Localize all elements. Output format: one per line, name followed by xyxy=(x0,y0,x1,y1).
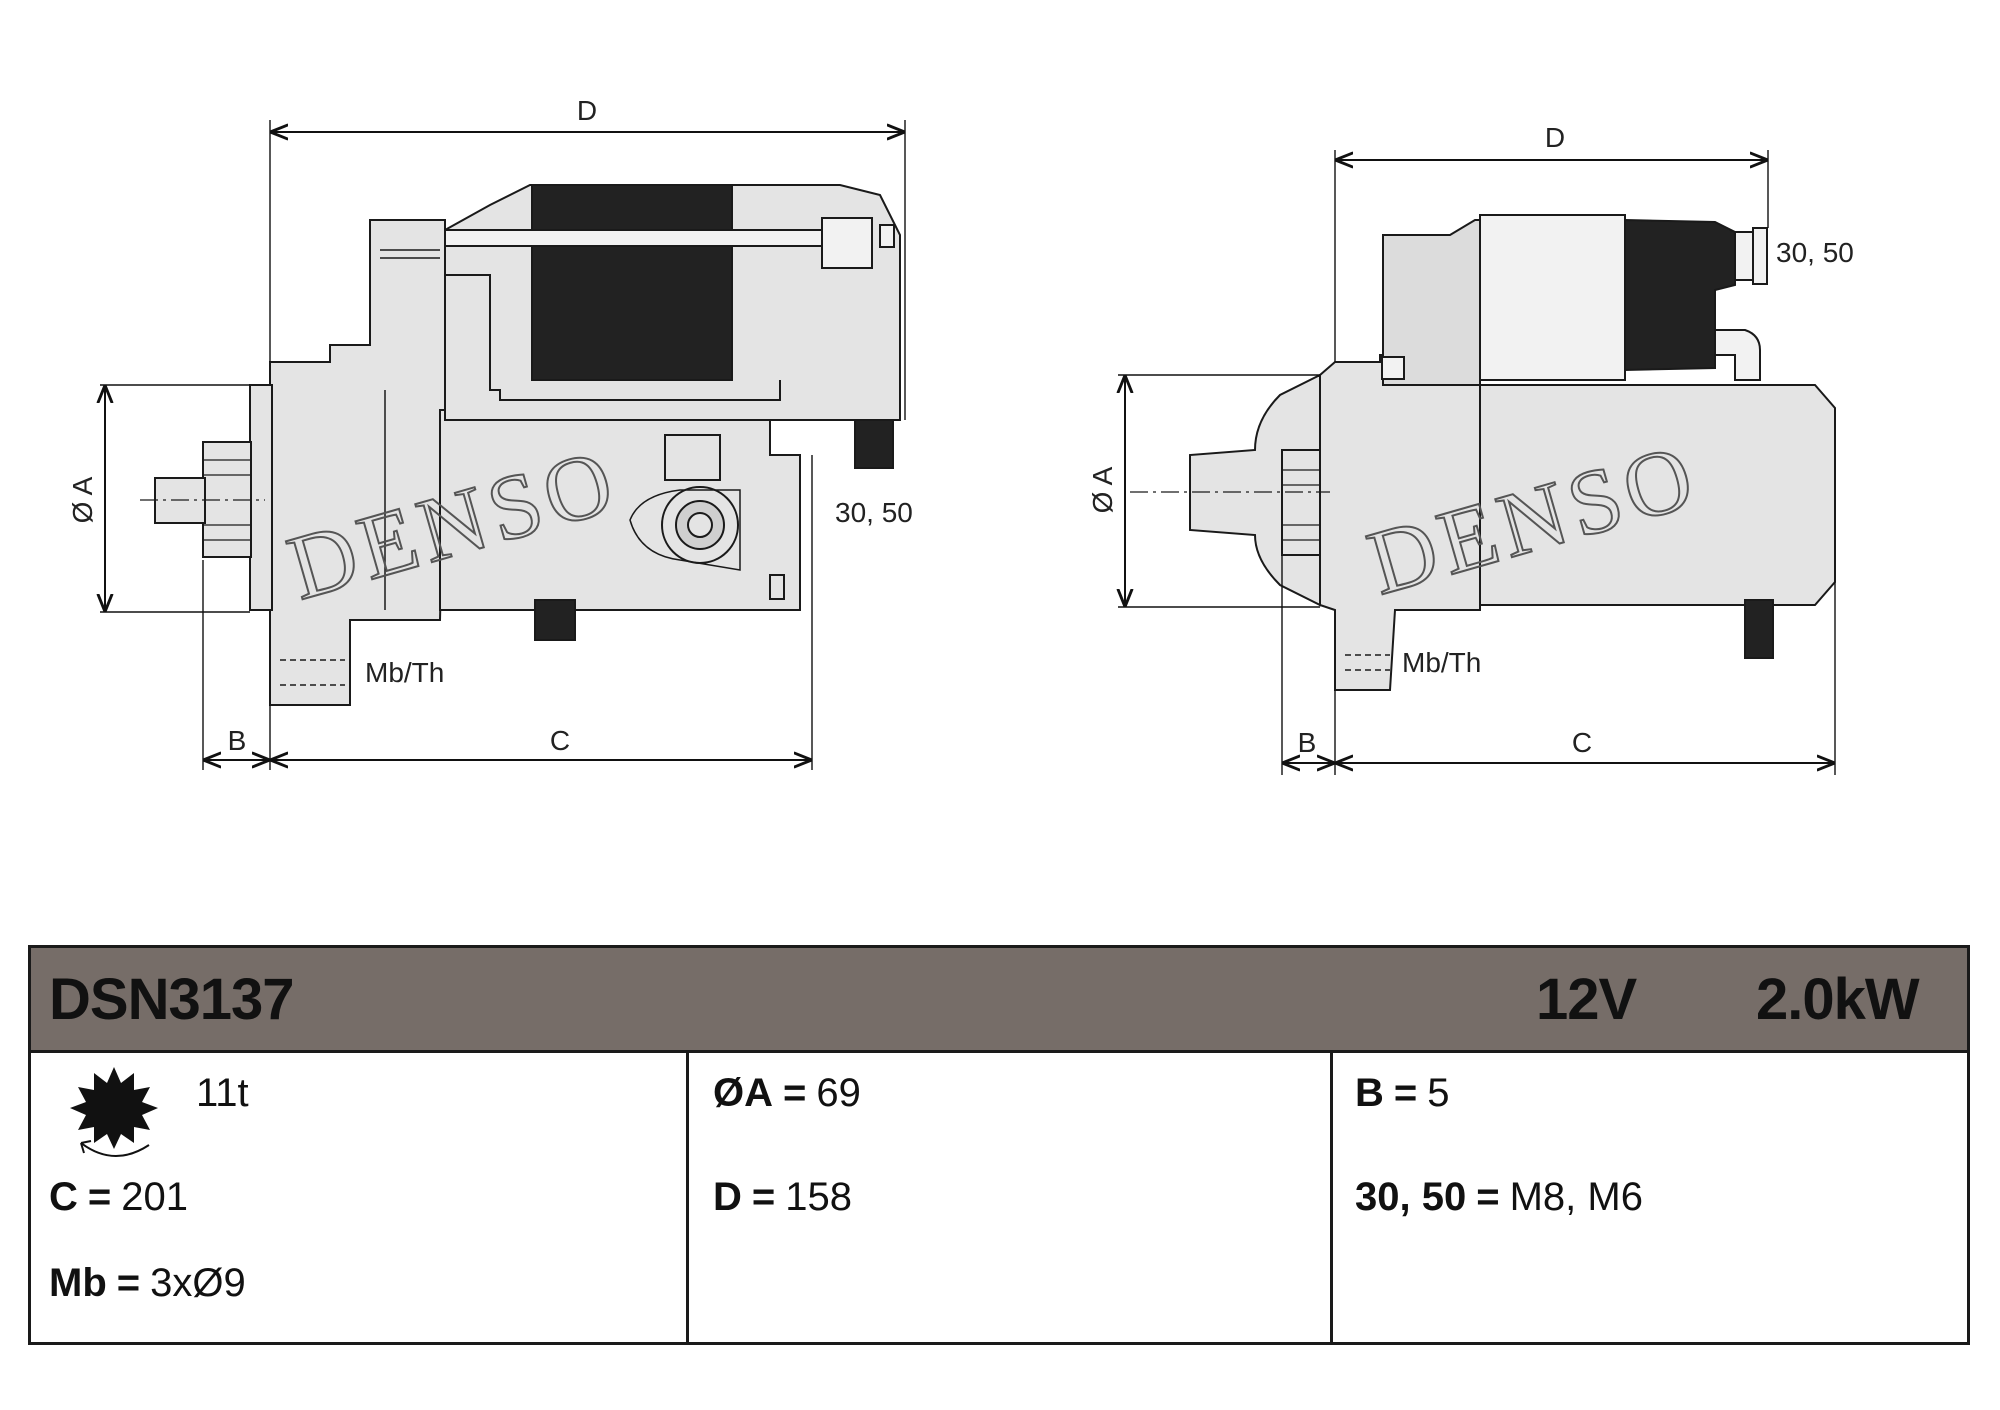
left-dimensions xyxy=(100,120,906,770)
power-rating: 2.0kW xyxy=(1756,967,1920,1032)
left-tie-rod xyxy=(444,229,826,247)
spec-b-key: B xyxy=(1355,1071,1384,1115)
spec-d-eq: = xyxy=(751,1175,776,1219)
spec-body: 11t C=201 Mb=3xØ9 ØA=69 D=158 B=5 30, 50… xyxy=(31,1053,1967,1345)
right-view xyxy=(1130,214,1836,691)
spec-d-key: D xyxy=(713,1175,742,1219)
part-number: DSN3137 xyxy=(49,967,294,1032)
spec-c-value: 201 xyxy=(121,1175,188,1219)
right-pinion xyxy=(1281,449,1321,556)
left-dim-d-label: D xyxy=(577,95,597,126)
spec-a-value: 69 xyxy=(816,1071,861,1115)
spec-c-key: C xyxy=(49,1175,78,1219)
left-dim-a-label: Ø A xyxy=(67,476,98,523)
right-dim-a-label: Ø A xyxy=(1087,466,1118,513)
spec-column-2: ØA=69 D=158 xyxy=(689,1053,1333,1345)
spec-terminals-key: 30, 50 xyxy=(1355,1175,1467,1219)
right-bottom-stub xyxy=(1744,599,1774,659)
spec-a-eq: = xyxy=(783,1071,807,1115)
spec-d-value: 158 xyxy=(785,1175,852,1219)
right-mount-flange xyxy=(1319,354,1481,691)
starter-motor-drawing: DENSO D Ø A B C 30, 50 Mb/Th xyxy=(67,95,1854,775)
left-connector xyxy=(821,217,873,269)
spec-b: B=5 xyxy=(1355,1071,1450,1116)
spec-mb-eq: = xyxy=(116,1261,141,1305)
right-solenoid xyxy=(1479,214,1626,381)
left-mount-flange xyxy=(269,219,446,706)
right-dim-d-label: D xyxy=(1545,122,1565,153)
spec-c-eq: = xyxy=(87,1175,112,1219)
left-bottom-stub xyxy=(534,599,576,641)
spec-a-key: ØA xyxy=(713,1071,773,1115)
spec-d: D=158 xyxy=(713,1175,852,1220)
spec-terminals: 30, 50=M8, M6 xyxy=(1355,1175,1643,1220)
right-dim-b-label: B xyxy=(1298,727,1317,758)
spec-b-eq: = xyxy=(1393,1071,1418,1115)
spec-terminals-eq: = xyxy=(1476,1175,1500,1219)
spec-mb-key: Mb xyxy=(49,1261,107,1305)
spec-a: ØA=69 xyxy=(713,1071,861,1116)
right-dim-c-label: C xyxy=(1572,727,1592,758)
spec-header: DSN3137 12V 2.0kW xyxy=(31,948,1967,1053)
spec-c: C=201 xyxy=(49,1175,188,1220)
spec-terminals-value: M8, M6 xyxy=(1509,1175,1643,1219)
left-motor-band xyxy=(531,184,733,381)
teeth-count: 11t xyxy=(196,1071,249,1115)
left-terminal-30-50 xyxy=(854,419,894,469)
spec-column-1: 11t C=201 Mb=3xØ9 xyxy=(31,1053,689,1345)
left-nose xyxy=(249,384,273,611)
left-dim-b-label: B xyxy=(228,725,247,756)
spec-b-value: 5 xyxy=(1427,1071,1450,1115)
pinion-gear-icon xyxy=(70,1067,158,1157)
spec-mb-value: 3xØ9 xyxy=(150,1261,246,1305)
left-mount-label: Mb/Th xyxy=(365,657,444,688)
left-view xyxy=(140,184,901,706)
voltage: 12V xyxy=(1536,967,1637,1032)
spec-table: DSN3137 12V 2.0kW 11t C=201 Mb=3xØ9 ØA=6… xyxy=(28,945,1970,1345)
right-mount-label: Mb/Th xyxy=(1402,647,1481,678)
right-terminal-label: 30, 50 xyxy=(1776,237,1854,268)
left-dim-c-label: C xyxy=(550,725,570,756)
left-terminal-label: 30, 50 xyxy=(835,497,913,528)
spec-mb: Mb=3xØ9 xyxy=(49,1261,246,1306)
spec-column-3: B=5 30, 50=M8, M6 xyxy=(1333,1053,1967,1345)
right-solenoid-cap xyxy=(1624,218,1736,372)
right-dimensions xyxy=(1118,150,1836,775)
